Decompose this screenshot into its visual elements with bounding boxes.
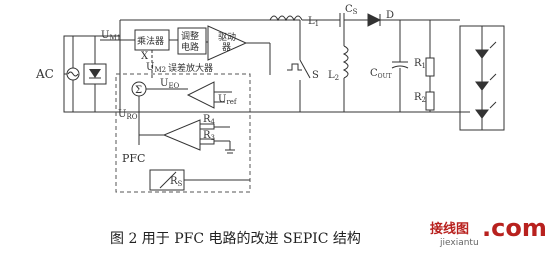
label-r1: R1	[414, 58, 426, 70]
label-ueo: UEO	[160, 78, 180, 90]
label-multiplier: 乘法器	[137, 35, 164, 47]
resistor-r1	[425, 57, 435, 77]
label-driver-1: 驱动	[218, 32, 236, 43]
label-uref: Uref	[218, 94, 238, 106]
label-r4: R4	[203, 114, 216, 126]
label-adjust-2: 电路	[181, 41, 199, 53]
inductor-l1	[269, 15, 303, 22]
switch-s	[299, 59, 311, 79]
label-r3: R3	[203, 130, 215, 142]
label-l2: L2	[328, 70, 339, 82]
watermark-logo: 接线图 .com jiexiantu	[412, 214, 545, 252]
label-um2: UM2	[146, 62, 166, 74]
label-cs: CS	[345, 4, 358, 16]
led-icon	[475, 49, 489, 59]
label-cout: COUT	[370, 68, 392, 80]
label-um1: UM1	[101, 30, 121, 42]
ac-input-section	[63, 35, 121, 113]
label-x: X	[141, 51, 149, 62]
inductor-l2	[342, 45, 349, 79]
error-amplifier	[186, 81, 215, 109]
watermark-cn: 接线图	[430, 222, 470, 237]
led-icon	[475, 81, 489, 91]
feedback-amplifier	[162, 119, 201, 151]
label-error-amp: 误差放大器	[168, 62, 213, 74]
label-driver-2: 器	[222, 42, 231, 53]
watermark-url: jiexiantu	[440, 238, 479, 248]
label-uro: URO	[118, 109, 138, 121]
led-icon	[475, 109, 489, 119]
label-pfc: PFC	[122, 152, 145, 165]
pfc-controller-box	[115, 73, 251, 193]
label-r2: R2	[414, 92, 426, 104]
label-d: D	[386, 10, 394, 21]
sepic-power-stage	[180, 13, 505, 131]
label-l1: L1	[308, 16, 319, 28]
resistor-r2	[425, 91, 435, 111]
diode-d	[367, 13, 382, 27]
label-ac: AC	[35, 67, 54, 81]
label-rs: RS	[170, 176, 183, 188]
label-adjust-1: 调整	[181, 30, 199, 42]
label-sigma: Σ	[135, 85, 142, 96]
adjust-circuit-block	[177, 27, 207, 55]
label-s: S	[312, 70, 319, 81]
driver-amplifier	[207, 25, 248, 61]
watermark-com: .com	[482, 214, 545, 242]
figure-caption: 图 2 用于 PFC 电路的改进 SEPIC 结构	[110, 231, 361, 247]
